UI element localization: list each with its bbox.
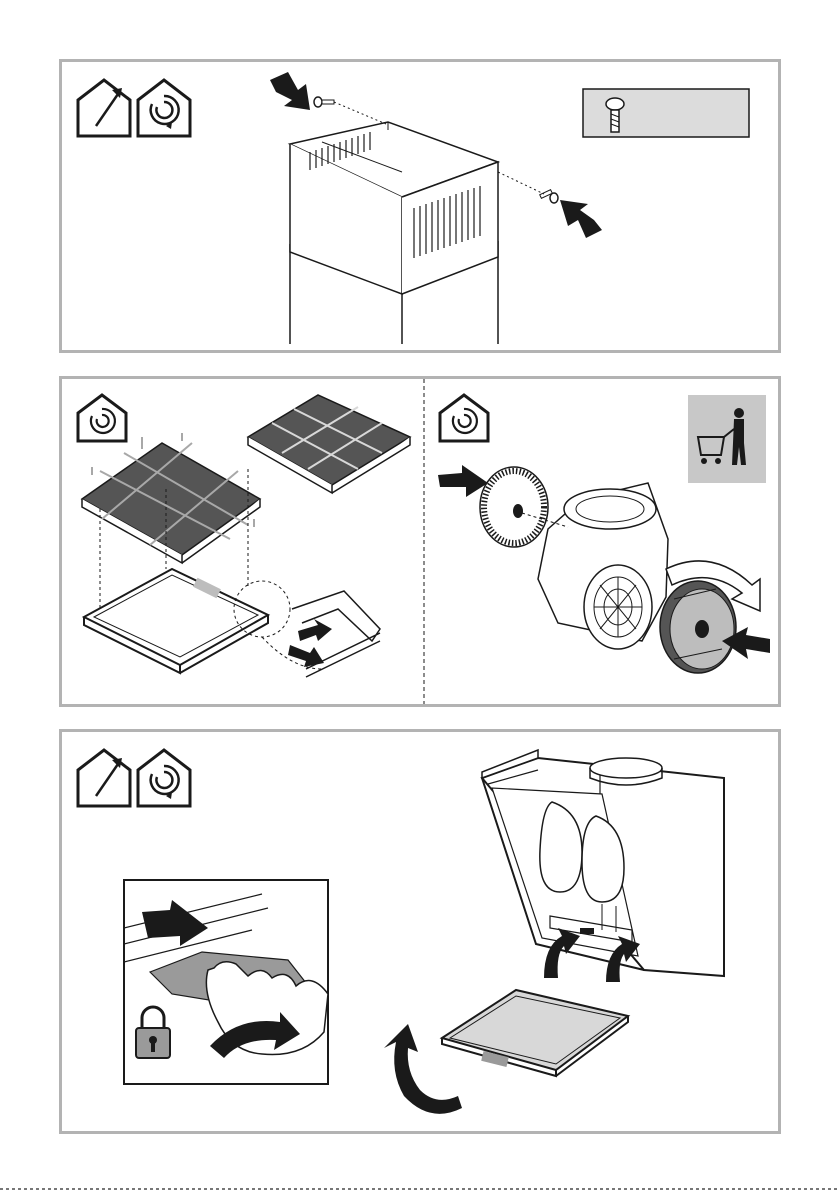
charcoal-disc-right [660, 581, 736, 673]
arrow-left-screw-icon [270, 72, 310, 110]
page-bottom-rule [0, 1188, 840, 1190]
grease-filter-illustration [62, 732, 778, 1131]
panel-charcoal-filters [59, 376, 781, 707]
recirculation-mode-icon [78, 395, 126, 441]
filter-latch-detail [124, 880, 328, 1084]
panel-grease-filter-removal [59, 729, 781, 1134]
panel-chimney-fixing [59, 59, 781, 353]
recirculation-mode-icon [440, 395, 488, 441]
screw-right [498, 172, 558, 203]
arrow-right-screw-icon [560, 200, 602, 238]
purchase-accessory-box [688, 395, 766, 483]
grease-filter [442, 990, 628, 1076]
charcoal-filter-mounted [248, 395, 410, 493]
charcoal-filter-detached [82, 433, 260, 563]
charcoal-filter-illustration [62, 379, 778, 704]
screw-left [314, 97, 386, 124]
recirculation-mode-icon [138, 750, 190, 806]
recirculation-mode-icon [138, 80, 190, 136]
chimney-upper-bracket [290, 122, 498, 294]
arrow-left-disc-icon [438, 465, 488, 497]
ducted-mode-icon [78, 80, 130, 136]
grease-filter-frame [84, 569, 268, 673]
chimney-illustration [62, 62, 778, 350]
ducted-mode-icon [78, 750, 130, 806]
arrow-down-right-icon [288, 645, 324, 667]
hood-body [482, 750, 724, 976]
screw-callout [583, 89, 749, 137]
fan-motor [538, 483, 668, 649]
